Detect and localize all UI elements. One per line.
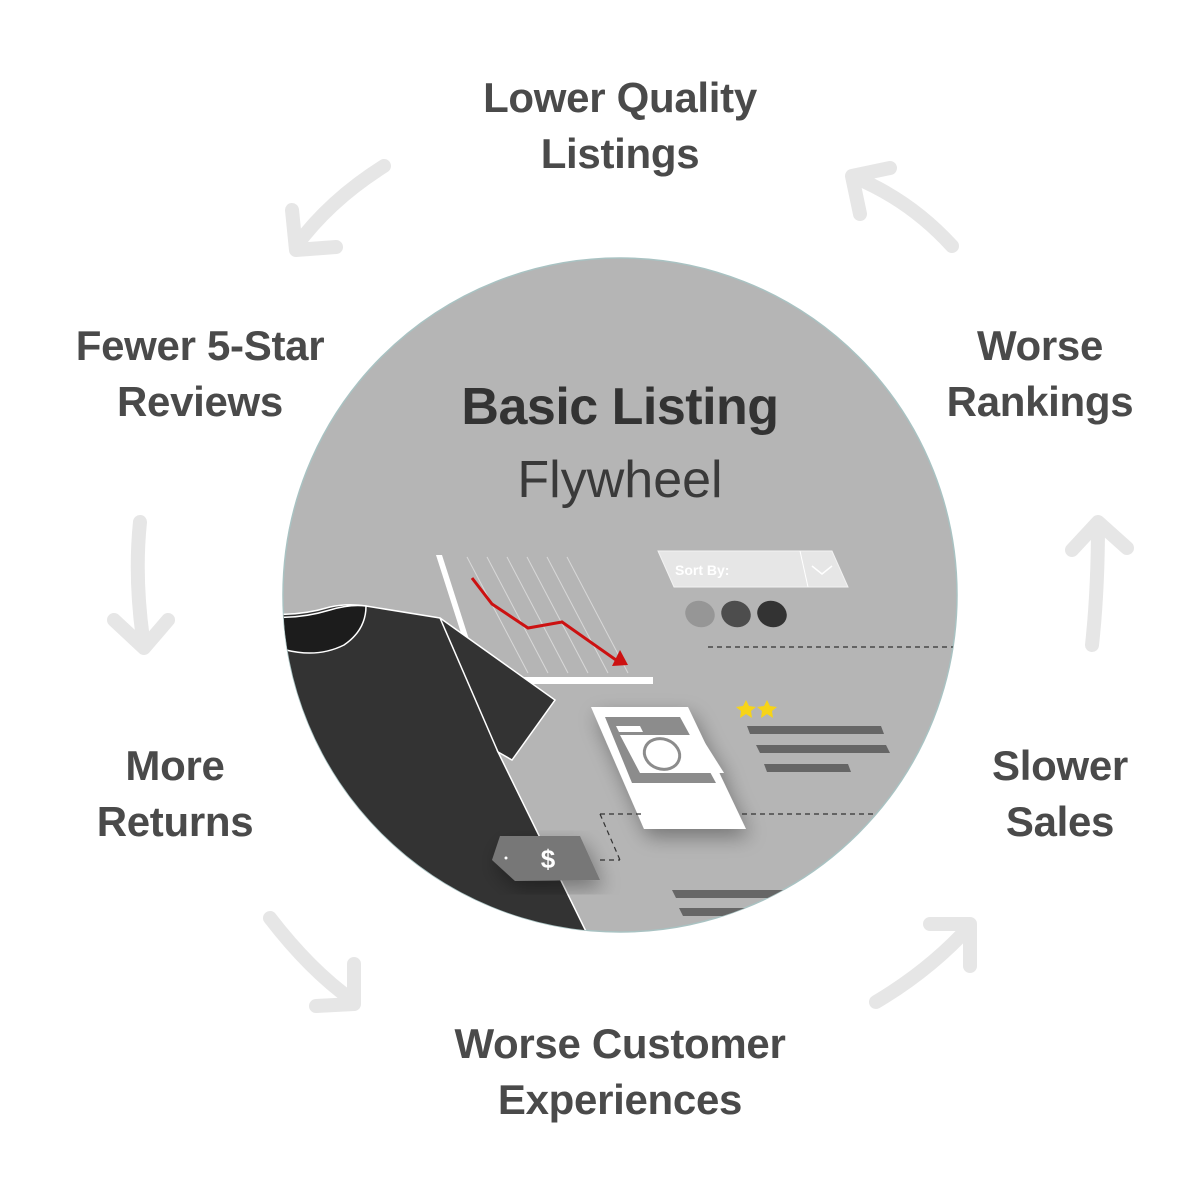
- cycle-step-line: Worse: [976, 322, 1104, 369]
- color-swatch-medium: [721, 600, 751, 628]
- downward-trend-line: [470, 577, 617, 662]
- color-swatch-light: [685, 600, 715, 628]
- rating-stars: [736, 700, 777, 718]
- diagram-title: Basic Listing: [461, 378, 779, 436]
- diagram-subtitle: Flywheel: [517, 451, 723, 509]
- cycle-step-line: Worse Customer: [454, 1020, 786, 1067]
- sort-by-dropdown: Sort By:: [657, 550, 849, 588]
- product-image-card: [591, 707, 746, 829]
- dollar-icon: $: [541, 844, 556, 874]
- cycle-step-line: Reviews: [116, 378, 283, 425]
- trend-arrowhead-icon: [612, 650, 628, 666]
- star-icon: [736, 700, 756, 718]
- cycle-step-worse-customer-experiences: Worse Customer Experiences: [400, 1016, 840, 1128]
- chevron-down-icon: [811, 565, 833, 575]
- cycle-step-line: Lower Quality: [483, 74, 757, 121]
- arrow-icon-left: [107, 515, 175, 655]
- cycle-step-lower-quality-listings: Lower Quality Listings: [420, 70, 820, 182]
- chart-axis: [476, 677, 653, 684]
- cycle-step-line: Slower: [992, 742, 1128, 789]
- arrow-icon-bottom-right: [869, 917, 977, 1009]
- cycle-step-fewer-5-star-reviews: Fewer 5-Star Reviews: [40, 318, 360, 430]
- cycle-step-line: Fewer 5-Star: [75, 322, 325, 369]
- cycle-step-worse-rankings: Worse Rankings: [930, 318, 1150, 430]
- cycle-step-line: More: [125, 742, 225, 789]
- cycle-step-slower-sales: Slower Sales: [960, 738, 1160, 850]
- review-text-lines: [747, 726, 890, 772]
- cycle-step-line: Listings: [540, 130, 700, 177]
- cycle-step-line: Sales: [1005, 798, 1115, 845]
- cycle-step-more-returns: More Returns: [60, 738, 290, 850]
- cycle-step-line: Experiences: [497, 1076, 743, 1123]
- arrow-icon-top-left: [285, 159, 391, 257]
- arrow-icon-right: [1065, 515, 1134, 652]
- star-icon: [757, 700, 777, 718]
- price-tag: $: [492, 836, 600, 881]
- cycle-step-line: Rankings: [946, 378, 1134, 425]
- color-swatch-dark: [757, 600, 787, 628]
- cycle-step-line: Returns: [96, 798, 254, 845]
- arrow-icon-top-right: [845, 161, 959, 253]
- dashed-connector: [599, 813, 900, 861]
- sort-by-label: Sort By:: [675, 562, 729, 578]
- arrow-icon-bottom-left: [263, 911, 361, 1013]
- image-placeholder-icon: [642, 737, 682, 771]
- shirt-collar: [283, 604, 367, 654]
